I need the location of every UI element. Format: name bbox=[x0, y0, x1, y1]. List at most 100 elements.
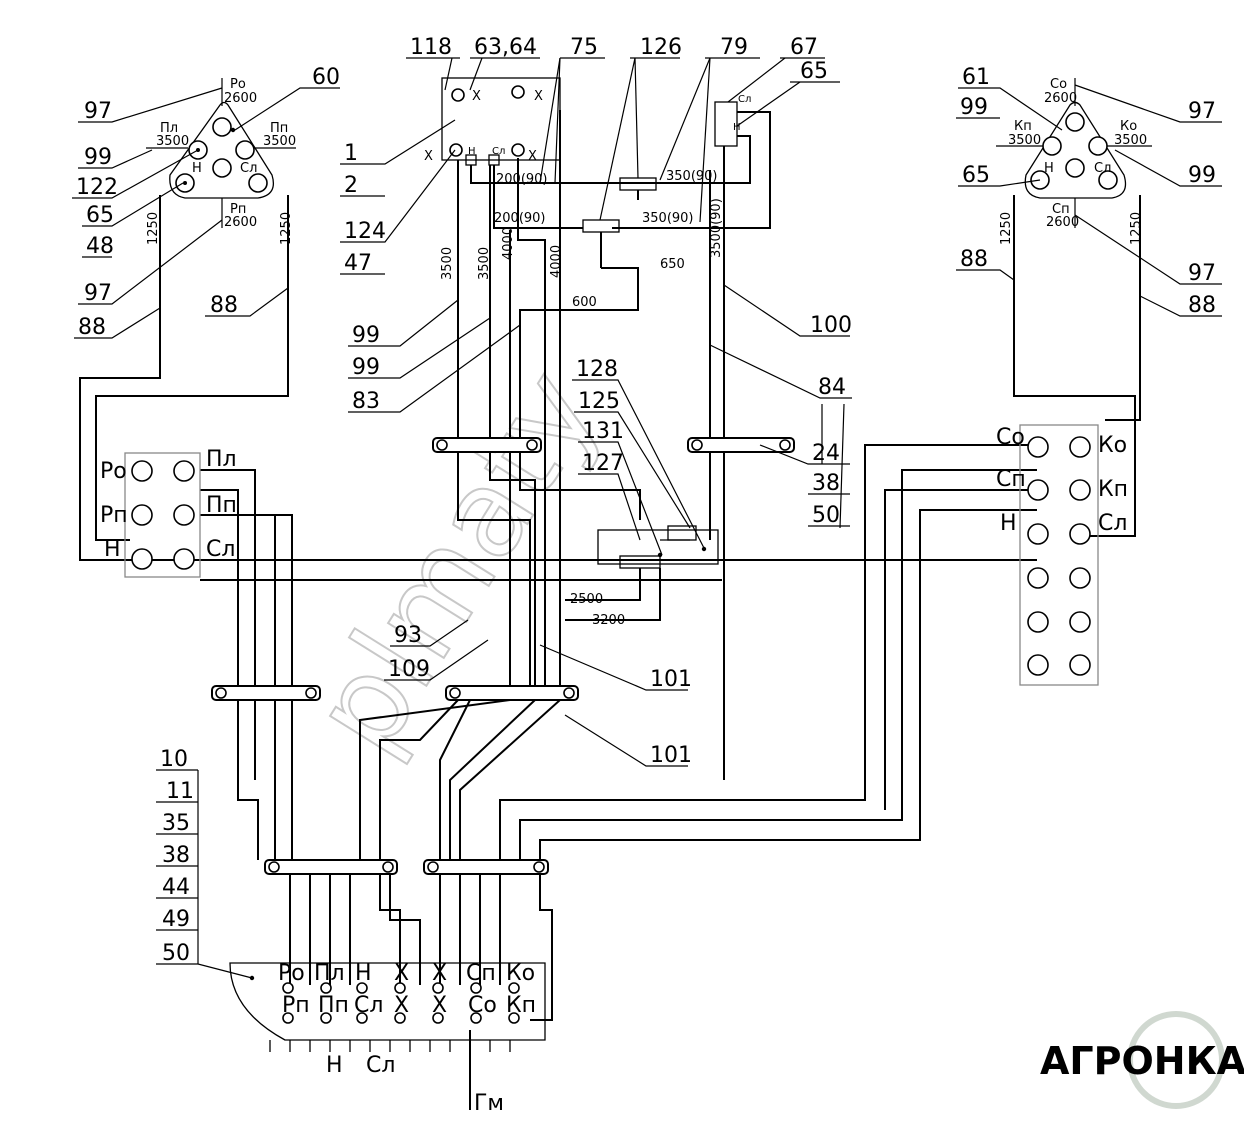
svg-text:Н: Н bbox=[326, 1053, 343, 1078]
svg-text:1250: 1250 bbox=[999, 212, 1014, 245]
svg-text:2600: 2600 bbox=[1046, 215, 1079, 230]
svg-text:Сп: Сп bbox=[996, 467, 1026, 492]
svg-text:99: 99 bbox=[960, 95, 988, 120]
svg-text:97: 97 bbox=[84, 99, 112, 124]
svg-text:Гм: Гм bbox=[474, 1091, 504, 1116]
central-valve bbox=[565, 525, 719, 621]
svg-text:2600: 2600 bbox=[1044, 91, 1077, 106]
svg-text:Сл: Сл bbox=[492, 146, 505, 157]
callouts-right: 61 99 65 97 99 97 88 88 100 84 24 38 50 bbox=[709, 65, 1222, 529]
svg-text:Рп: Рп bbox=[100, 503, 128, 528]
svg-text:97: 97 bbox=[1188, 261, 1216, 286]
svg-text:99: 99 bbox=[352, 355, 380, 380]
svg-text:88: 88 bbox=[1188, 293, 1216, 318]
svg-text:83: 83 bbox=[352, 389, 380, 414]
svg-text:3500: 3500 bbox=[156, 134, 189, 149]
svg-text:Х: Х bbox=[534, 89, 543, 104]
svg-text:Пп: Пп bbox=[318, 993, 349, 1018]
svg-text:Сп: Сп bbox=[1052, 202, 1070, 217]
svg-text:Х: Х bbox=[394, 961, 409, 986]
svg-text:50: 50 bbox=[812, 503, 840, 528]
svg-text:Ко: Ко bbox=[506, 961, 535, 986]
svg-text:63,64: 63,64 bbox=[474, 35, 537, 60]
svg-text:3500: 3500 bbox=[263, 134, 296, 149]
svg-text:3500: 3500 bbox=[1114, 133, 1147, 148]
svg-text:600: 600 bbox=[572, 295, 597, 310]
callouts-left: 97 99 122 65 48 97 88 60 88 bbox=[72, 65, 340, 340]
svg-text:Сл: Сл bbox=[1094, 161, 1111, 176]
svg-text:97: 97 bbox=[84, 281, 112, 306]
svg-text:Х: Х bbox=[528, 149, 537, 164]
callouts-top: 118 63,64 75 126 79 67 65 bbox=[406, 35, 840, 223]
svg-text:10: 10 bbox=[160, 747, 188, 772]
svg-text:79: 79 bbox=[720, 35, 748, 60]
svg-text:127: 127 bbox=[582, 451, 624, 476]
svg-text:125: 125 bbox=[578, 389, 620, 414]
svg-text:93: 93 bbox=[394, 623, 422, 648]
svg-text:Сл: Сл bbox=[738, 94, 751, 105]
svg-text:44: 44 bbox=[162, 875, 190, 900]
agronka-logo: АГРОНКА bbox=[1040, 1011, 1244, 1109]
svg-text:650: 650 bbox=[660, 257, 685, 272]
svg-text:101: 101 bbox=[650, 667, 692, 692]
svg-text:Рп: Рп bbox=[282, 993, 310, 1018]
callouts-left-mid: 1 2 124 47 bbox=[340, 119, 456, 276]
svg-text:Х: Х bbox=[424, 149, 433, 164]
left-socket: Ро 2600 Пл 3500 Пп 3500 Н Сл Рп 2600 bbox=[146, 77, 296, 230]
svg-text:Сл: Сл bbox=[354, 993, 383, 1018]
svg-text:3500: 3500 bbox=[477, 247, 492, 280]
svg-text:Со: Со bbox=[1050, 77, 1067, 92]
svg-text:Н: Н bbox=[1000, 511, 1017, 536]
svg-text:2600: 2600 bbox=[224, 215, 257, 230]
svg-text:Х: Х bbox=[432, 961, 447, 986]
svg-text:97: 97 bbox=[1188, 99, 1216, 124]
svg-text:1250: 1250 bbox=[146, 212, 161, 245]
svg-text:350(90): 350(90) bbox=[642, 211, 694, 226]
svg-text:124: 124 bbox=[344, 219, 386, 244]
svg-text:Со: Со bbox=[468, 993, 497, 1018]
svg-text:Пп: Пп bbox=[270, 121, 288, 136]
svg-text:Х: Х bbox=[432, 993, 447, 1018]
svg-text:126: 126 bbox=[640, 35, 682, 60]
svg-text:Сп: Сп bbox=[466, 961, 496, 986]
svg-text:128: 128 bbox=[576, 357, 618, 382]
svg-text:4000: 4000 bbox=[549, 245, 564, 278]
svg-text:2600: 2600 bbox=[224, 91, 257, 106]
svg-text:Х: Х bbox=[394, 993, 409, 1018]
tee-fittings bbox=[519, 177, 657, 520]
svg-text:60: 60 bbox=[312, 65, 340, 90]
svg-text:100: 100 bbox=[810, 313, 852, 338]
svg-text:109: 109 bbox=[388, 657, 430, 682]
svg-text:1: 1 bbox=[344, 141, 358, 166]
svg-text:35: 35 bbox=[162, 811, 190, 836]
svg-text:38: 38 bbox=[162, 843, 190, 868]
svg-text:99: 99 bbox=[352, 323, 380, 348]
svg-text:Ко: Ко bbox=[1120, 119, 1137, 134]
svg-text:50: 50 bbox=[162, 941, 190, 966]
svg-text:118: 118 bbox=[410, 35, 452, 60]
svg-text:Кп: Кп bbox=[1014, 119, 1032, 134]
svg-text:Ро: Ро bbox=[100, 459, 127, 484]
svg-text:Х: Х bbox=[472, 89, 481, 104]
svg-text:49: 49 bbox=[162, 907, 190, 932]
valve-block: Х Х Х Х Н Сл bbox=[424, 77, 561, 166]
svg-text:88: 88 bbox=[960, 247, 988, 272]
svg-text:65: 65 bbox=[800, 59, 828, 84]
svg-text:Сл: Сл bbox=[240, 161, 257, 176]
right-terminal-block: Со Ко Сп Кп Н Сл bbox=[996, 424, 1128, 686]
svg-text:Н: Н bbox=[468, 146, 476, 157]
svg-text:4000: 4000 bbox=[501, 227, 516, 260]
svg-text:Н: Н bbox=[1044, 161, 1054, 176]
svg-text:122: 122 bbox=[76, 175, 118, 200]
svg-text:Сл: Сл bbox=[1098, 511, 1127, 536]
bottom-connector: Ро Пл Н Х Х Сп Ко Рп Пп Сл Х Х Со Кп Н С… bbox=[229, 961, 546, 1116]
svg-text:75: 75 bbox=[570, 35, 598, 60]
left-harness bbox=[79, 195, 722, 860]
svg-text:Н: Н bbox=[192, 161, 202, 176]
svg-text:АГРОНКА: АГРОНКА bbox=[1040, 1039, 1244, 1083]
svg-text:24: 24 bbox=[812, 441, 840, 466]
svg-text:Пл: Пл bbox=[160, 121, 178, 136]
callouts-mid: 99 99 83 bbox=[348, 299, 521, 414]
svg-text:Кп: Кп bbox=[1098, 477, 1128, 502]
right-harness bbox=[499, 170, 1141, 860]
